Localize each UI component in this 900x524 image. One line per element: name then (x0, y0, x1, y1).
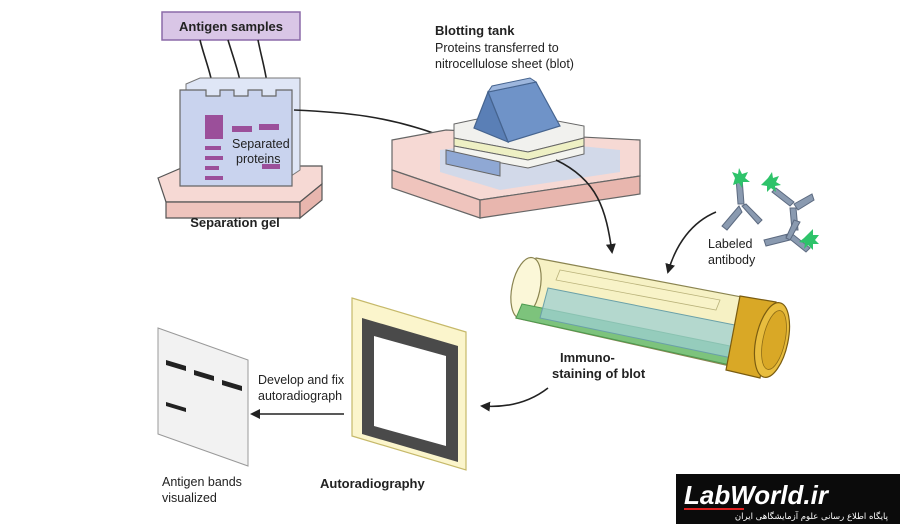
antibody-3 (763, 219, 811, 253)
separation-gel-label: Separation gel (190, 215, 280, 230)
antigen-bands-label-2: visualized (162, 491, 217, 505)
antigen-bands-sheet: Antigen bands visualized (157, 327, 249, 505)
antigen-samples-box: Antigen samples (161, 11, 301, 41)
separated-proteins-label-1: Separated (232, 137, 290, 151)
watermark-brand: LabWorld.ir (684, 480, 830, 510)
result-sheet (157, 327, 249, 467)
develop-label-2: autoradiograph (258, 389, 342, 403)
antibody-tag-3 (799, 229, 819, 250)
blotting-desc-line-2: nitrocellulose sheet (blot) (435, 57, 574, 71)
separation-gel: Separated proteins Separation gel (157, 77, 323, 230)
immunostaining-tube: Immuno- staining of blot (510, 256, 791, 381)
blotting-tank: Blotting tank Proteins transferred to ni… (391, 23, 641, 219)
autoradiography-film: Autoradiography (320, 297, 467, 491)
watermark-tagline: پایگاه اطلاع رسانی علوم آزمایشگاهی ایران (735, 510, 889, 522)
immunostaining-label-2: staining of blot (552, 366, 646, 381)
develop-label-1: Develop and fix (258, 373, 345, 387)
labeled-antibody-label-2: antibody (708, 253, 756, 267)
antigen-bands-label-1: Antigen bands (162, 475, 242, 489)
labeled-antibody-label-1: Labeled (708, 237, 753, 251)
protein-bands (205, 115, 280, 180)
antibody-tag-2 (761, 172, 781, 192)
separated-proteins-label-2: proteins (236, 152, 280, 166)
arrow-antibody-to-tube (665, 211, 717, 274)
labeled-antibodies (721, 168, 819, 253)
autoradiography-label: Autoradiography (320, 476, 425, 491)
antibody-tag-1 (732, 168, 750, 188)
immunostaining-label-1: Immuno- (560, 350, 615, 365)
labworld-watermark: LabWorld.ir پایگاه اطلاع رسانی علوم آزما… (676, 474, 900, 524)
blotting-desc-line-1: Proteins transferred to (435, 41, 559, 55)
arrow-tube-to-film (480, 387, 549, 412)
arrow-tank-to-tube (555, 159, 616, 254)
gel-plate (179, 89, 293, 187)
antigen-samples-label: Antigen samples (179, 19, 283, 34)
blotting-tank-label: Blotting tank (435, 23, 515, 38)
watermark-background (676, 474, 900, 524)
result-bands (166, 360, 242, 412)
